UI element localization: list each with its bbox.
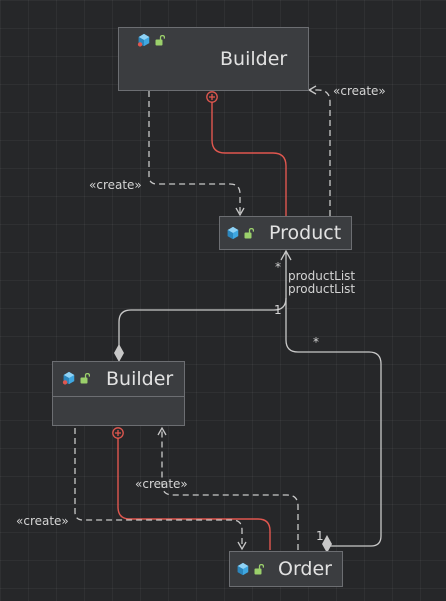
create-edge-top-right xyxy=(307,85,331,216)
create-label-top-right: «create» xyxy=(333,84,386,98)
node-icons xyxy=(137,33,165,47)
nested-circle-plus-icon-top xyxy=(206,91,218,103)
class-name: Product xyxy=(269,222,342,244)
role-label-product-list-2: productList xyxy=(288,282,355,296)
multiplicity-one-left: 1 xyxy=(274,303,282,317)
multiplicity-one-order: 1 xyxy=(316,529,324,543)
nested-circle-plus-icon-bottom xyxy=(112,427,124,439)
class-members-compartment xyxy=(53,396,184,425)
class-name: Builder xyxy=(106,368,174,390)
class-cube-icon xyxy=(227,226,239,240)
node-icons xyxy=(62,371,90,385)
multiplicity-star-product: * xyxy=(275,260,281,274)
aggregation-edge-product-order xyxy=(285,298,382,547)
class-cube-icon xyxy=(137,33,150,47)
aggregation-edge-product-builder xyxy=(118,251,287,346)
nested-class-edge-top xyxy=(211,97,287,216)
node-icons xyxy=(236,562,264,576)
multiplicity-star-right: * xyxy=(313,335,319,349)
create-label-top-left: «create» xyxy=(89,178,142,192)
node-icons xyxy=(226,226,254,240)
open-lock-icon xyxy=(155,34,165,45)
diamond-icon-order xyxy=(322,535,332,553)
class-node-builder-top[interactable]: Builder xyxy=(118,27,309,91)
role-label-product-list-1: productList xyxy=(288,269,355,283)
class-cube-icon xyxy=(237,562,249,576)
class-node-product[interactable]: Product xyxy=(219,216,352,250)
create-label-bottom-left: «create» xyxy=(16,514,69,528)
diamond-icon-builder xyxy=(114,344,124,362)
class-node-order[interactable]: Order xyxy=(229,551,343,587)
class-name: Builder xyxy=(220,48,288,70)
class-node-builder-mid[interactable]: Builder xyxy=(52,361,185,426)
create-edge-top-left xyxy=(148,91,245,217)
class-name: Order xyxy=(278,558,332,580)
class-cube-icon xyxy=(62,371,75,385)
open-lock-icon xyxy=(80,372,90,383)
arrowhead-product-top xyxy=(280,249,292,261)
create-edge-bottom-left xyxy=(74,428,247,551)
open-lock-icon xyxy=(254,563,264,574)
nested-class-edge-bottom xyxy=(117,433,271,550)
create-label-bottom-mid: «create» xyxy=(135,477,188,491)
open-lock-icon xyxy=(244,227,254,238)
